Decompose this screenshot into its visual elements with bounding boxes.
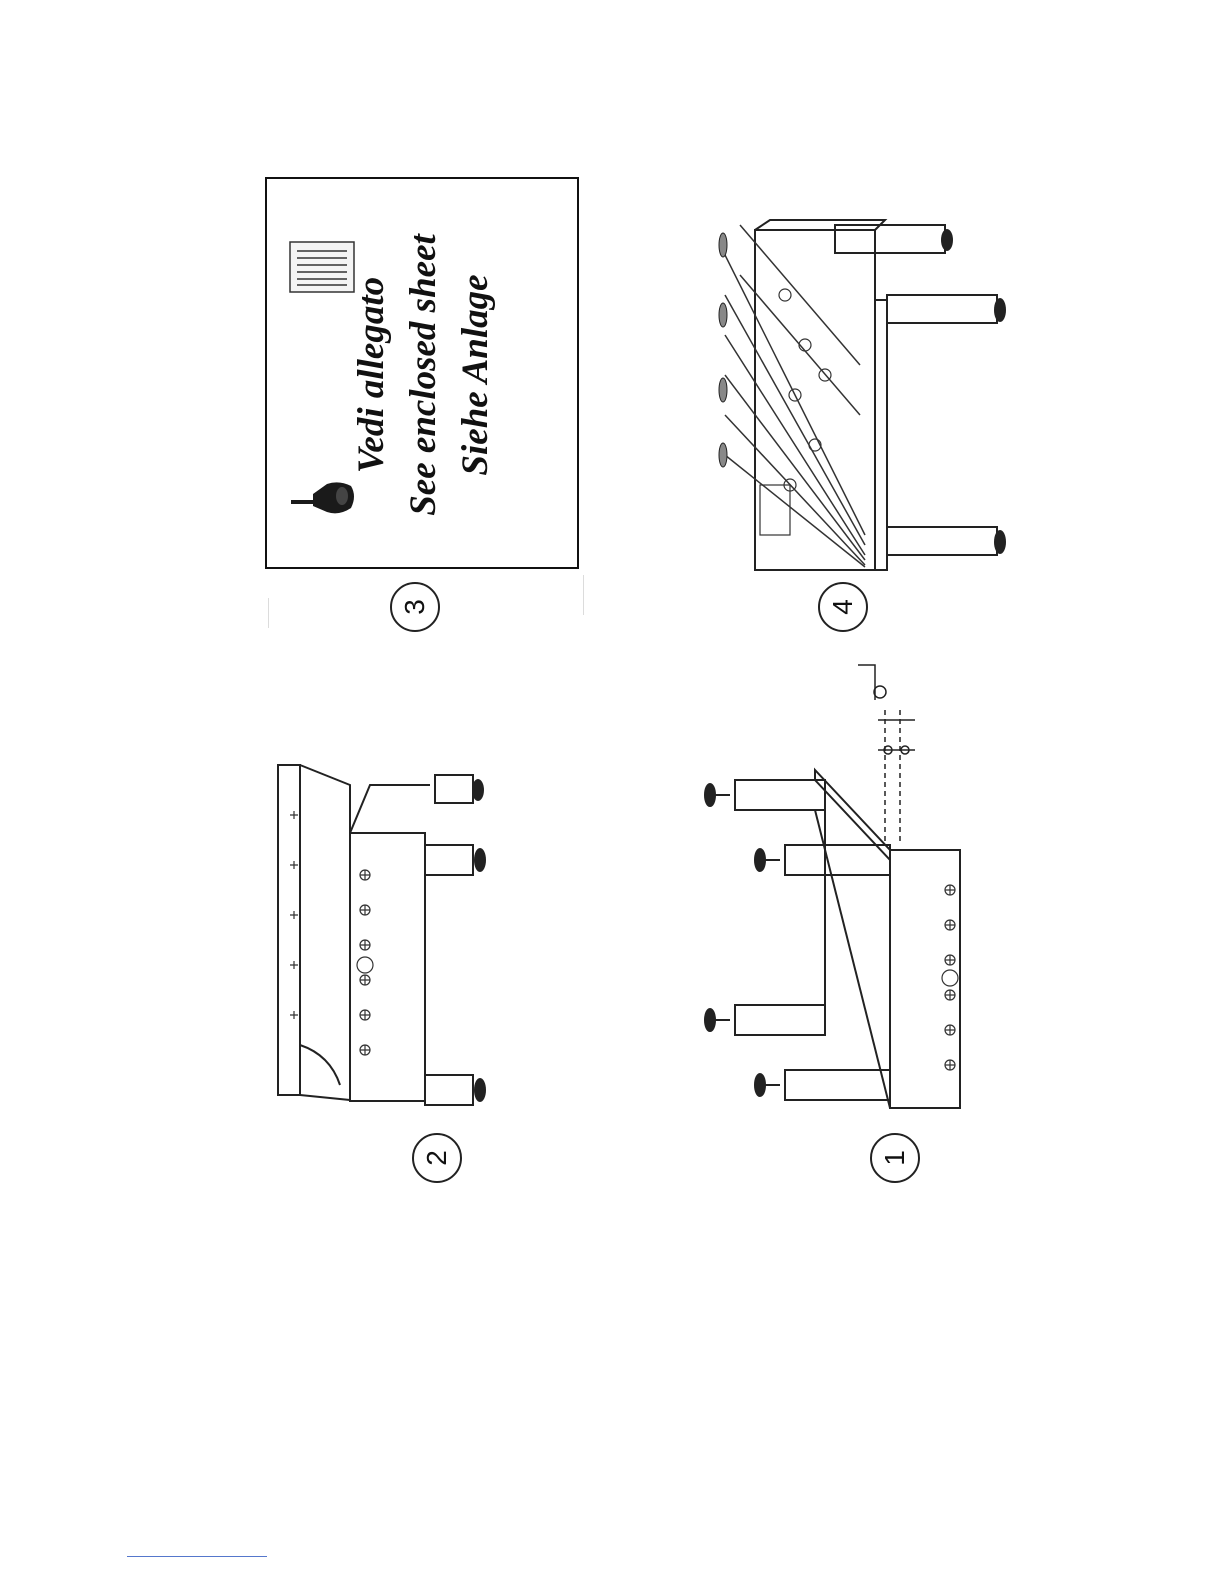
hole-marks xyxy=(942,885,958,1070)
step-number-label: 2 xyxy=(421,1150,453,1166)
footer-rule xyxy=(127,1556,267,1557)
screw-assembly xyxy=(858,665,915,845)
step-number-3: 3 xyxy=(390,582,440,632)
leg xyxy=(785,845,890,875)
leveling-feet xyxy=(705,784,780,1096)
leg xyxy=(887,527,997,555)
rod-handles xyxy=(719,233,727,467)
step-number-label: 3 xyxy=(399,599,431,615)
step-number-4: 4 xyxy=(818,582,868,632)
leg-feet xyxy=(941,229,1006,554)
note-line-en: See enclosed sheet xyxy=(398,175,450,575)
leg xyxy=(735,1005,825,1035)
front-panel xyxy=(350,833,425,1101)
enclosed-sheet-text: Vedi allegato See enclosed sheet Siehe A… xyxy=(346,175,502,575)
scan-artifact xyxy=(583,575,584,615)
note-line-it: Vedi allegato xyxy=(346,175,398,575)
side-panel xyxy=(815,770,890,860)
leg xyxy=(887,295,997,323)
end-panel xyxy=(875,300,887,570)
leg-feet xyxy=(472,779,486,1102)
leg xyxy=(425,1075,473,1105)
step-number-label: 1 xyxy=(879,1150,911,1166)
goal xyxy=(760,485,790,535)
leg xyxy=(735,780,825,810)
top-rail xyxy=(300,765,350,1100)
leg xyxy=(785,1070,890,1100)
step-4-illustration xyxy=(715,215,1010,575)
players xyxy=(760,289,831,535)
leg xyxy=(435,775,473,803)
player-rods xyxy=(725,225,865,567)
leg xyxy=(425,845,473,875)
note-line-de: Siehe Anlage xyxy=(450,175,502,575)
step-number-label: 4 xyxy=(827,599,859,615)
allen-key xyxy=(858,665,875,700)
step-2-illustration xyxy=(270,755,560,1105)
step-number-2: 2 xyxy=(412,1133,462,1183)
step-1-illustration xyxy=(700,660,970,1120)
enclosed-sheet-note: Vedi allegato See enclosed sheet Siehe A… xyxy=(265,177,579,569)
step-number-1: 1 xyxy=(870,1133,920,1183)
scan-artifact xyxy=(268,598,269,628)
hole-marks xyxy=(290,811,373,1055)
